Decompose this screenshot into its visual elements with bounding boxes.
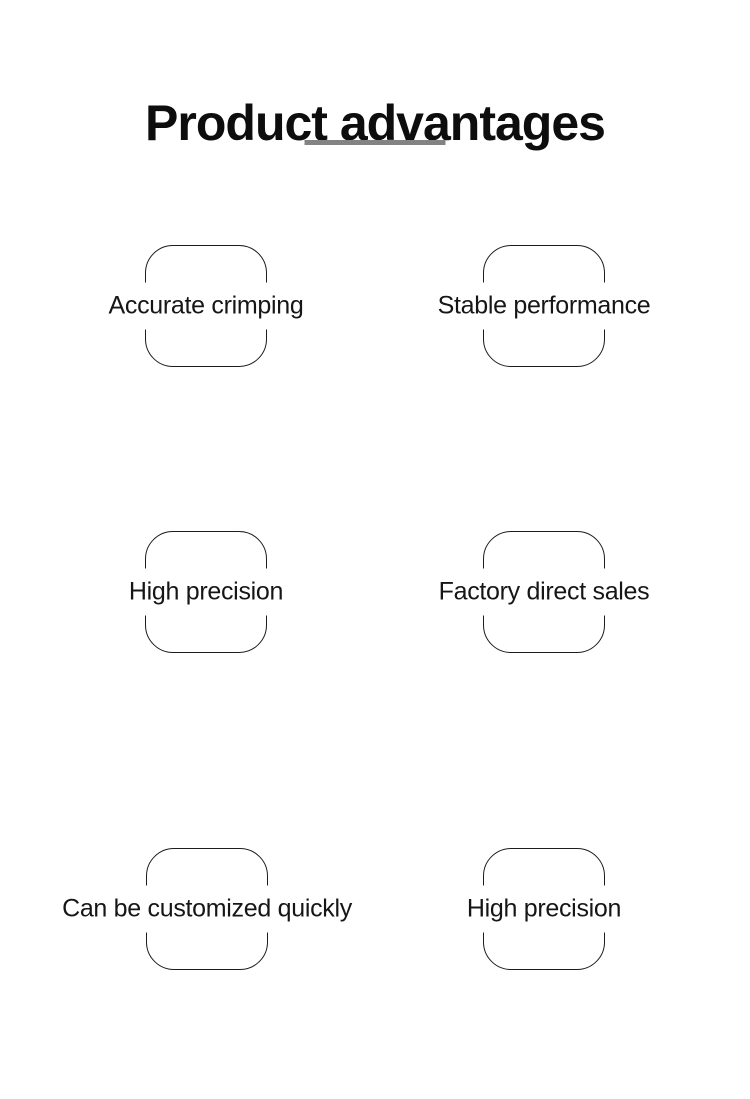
advantage-label: Accurate crimping (102, 282, 310, 330)
advantage-label: Factory direct sales (432, 568, 656, 616)
advantage-card: Factory direct sales (432, 531, 656, 653)
advantage-card: High precision (460, 848, 628, 970)
advantage-card: Stable performance (431, 245, 657, 367)
advantage-label: High precision (122, 568, 290, 616)
title-divider (304, 140, 446, 145)
advantage-card: Accurate crimping (102, 245, 310, 367)
advantage-label: Can be customized quickly (56, 885, 358, 933)
advantage-label: High precision (460, 885, 628, 933)
advantage-card: Can be customized quickly (56, 848, 358, 970)
advantage-card: High precision (122, 531, 290, 653)
advantage-label: Stable performance (431, 282, 657, 330)
